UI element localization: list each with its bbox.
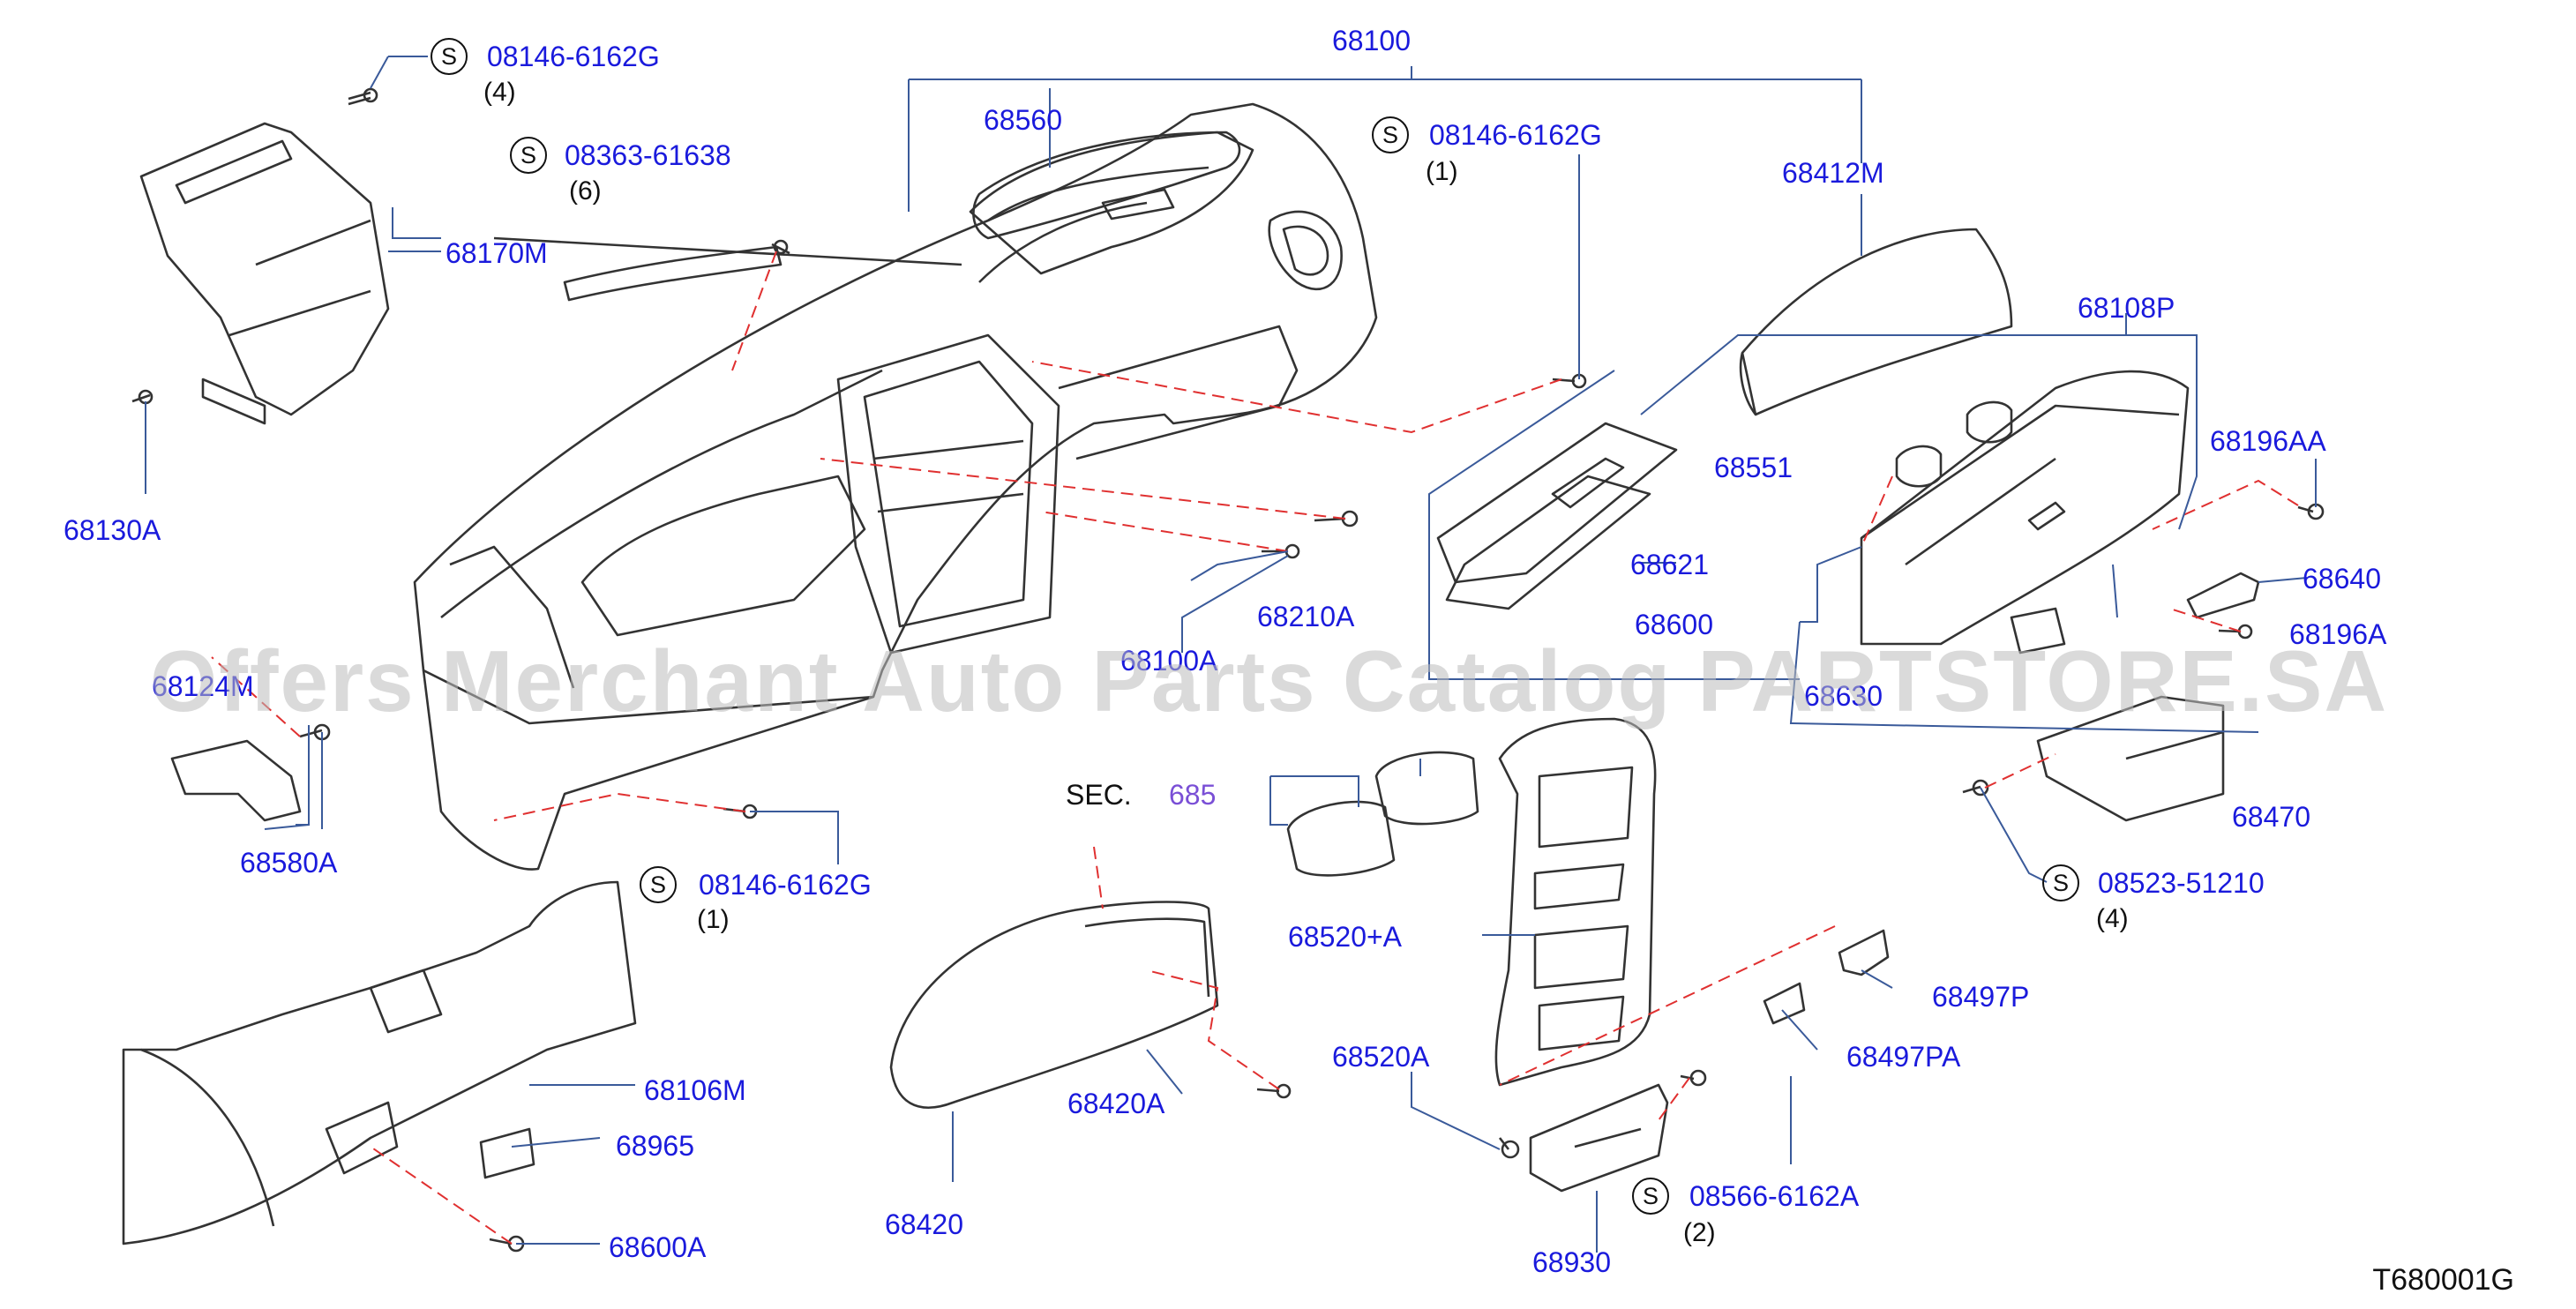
screw-qty-5: (4) [2096, 904, 2129, 933]
lid-68560 [972, 131, 1241, 240]
screw-qty-6: (2) [1683, 1218, 1716, 1247]
screw-code-6[interactable]: 08566-6162A [1689, 1180, 1860, 1212]
screw-code-5[interactable]: 08523-51210 [2098, 867, 2265, 899]
label-68497PA[interactable]: 68497PA [1846, 1041, 1961, 1073]
watermark: Offers Merchant Auto Parts Catalog PARTS… [150, 632, 2389, 729]
label-68106M[interactable]: 68106M [644, 1074, 746, 1106]
screw-qty-2: (6) [569, 176, 602, 206]
label-68108P[interactable]: 68108P [2078, 292, 2175, 324]
s-symbol-icon: S [431, 38, 468, 75]
label-68580A[interactable]: 68580A [240, 847, 338, 879]
screw-qty-4: (1) [697, 905, 730, 934]
cover-68412M [1739, 228, 2013, 416]
screw-qty-1: (4) [483, 78, 516, 107]
pocket-68470 [2036, 695, 2225, 822]
s-symbol-icon: S [2042, 864, 2079, 901]
section-link-685[interactable]: 685 [1169, 779, 1217, 811]
bracket-68640 [2186, 572, 2260, 619]
insert-68551 [1436, 422, 1678, 584]
bracket-68170M [139, 122, 390, 416]
label-68560[interactable]: 68560 [984, 104, 1062, 136]
label-68196AA[interactable]: 68196AA [2210, 425, 2326, 457]
screw-code-4[interactable]: 08146-6162G [699, 869, 872, 901]
screw-code-2[interactable]: 08363-61638 [565, 139, 731, 171]
trim-68930 [1529, 1083, 1669, 1193]
screw-code-3[interactable]: 08146-6162G [1429, 119, 1602, 151]
label-68124M[interactable]: 68124M [152, 670, 254, 702]
vent-685-b [1374, 751, 1479, 826]
diagram-code: T680001G [2372, 1263, 2514, 1297]
label-68520A[interactable]: 68520A [1332, 1041, 1430, 1073]
screw-qty-3: (1) [1426, 157, 1458, 186]
label-68100[interactable]: 68100 [1332, 25, 1411, 56]
vent-685-a [1286, 800, 1396, 877]
instrument-panel-body [413, 102, 1378, 725]
phantom-lines [211, 251, 2299, 1245]
label-68210A[interactable]: 68210A [1257, 601, 1355, 632]
s-symbol-icon: S [640, 866, 677, 903]
s-symbol-icon: S [1632, 1178, 1669, 1215]
label-68497P[interactable]: 68497P [1932, 981, 2030, 1013]
lower-panel-68106M [122, 880, 637, 1245]
label-68965[interactable]: 68965 [616, 1130, 694, 1162]
hood-68420 [889, 901, 1219, 1109]
label-68930[interactable]: 68930 [1532, 1246, 1611, 1278]
label-68130A[interactable]: 68130A [64, 514, 161, 546]
label-68621[interactable]: 68621 [1630, 549, 1709, 580]
label-68551[interactable]: 68551 [1714, 452, 1793, 483]
label-68630[interactable]: 68630 [1804, 680, 1883, 712]
label-68100A[interactable]: 68100A [1120, 645, 1218, 677]
label-68470[interactable]: 68470 [2232, 801, 2310, 833]
label-68420[interactable]: 68420 [885, 1208, 963, 1240]
label-68170M[interactable]: 68170M [446, 237, 548, 269]
label-68600A[interactable]: 68600A [609, 1231, 707, 1263]
s-symbol-icon: S [510, 137, 547, 174]
label-68420A[interactable]: 68420A [1067, 1088, 1165, 1119]
leader-lines [145, 56, 2317, 1253]
label-68600[interactable]: 68600 [1635, 609, 1713, 640]
glove-box-68108P [1860, 370, 2190, 646]
label-68520-plus-a[interactable]: 68520+A [1288, 921, 1403, 953]
section-prefix: SEC. [1066, 779, 1132, 811]
s-symbol-icon: S [1372, 116, 1409, 153]
screw-code-1[interactable]: 08146-6162G [487, 41, 660, 72]
bracket-68124M [170, 739, 302, 822]
label-68640[interactable]: 68640 [2303, 563, 2381, 595]
label-68196A[interactable]: 68196A [2289, 618, 2387, 650]
label-68412M[interactable]: 68412M [1782, 157, 1884, 189]
